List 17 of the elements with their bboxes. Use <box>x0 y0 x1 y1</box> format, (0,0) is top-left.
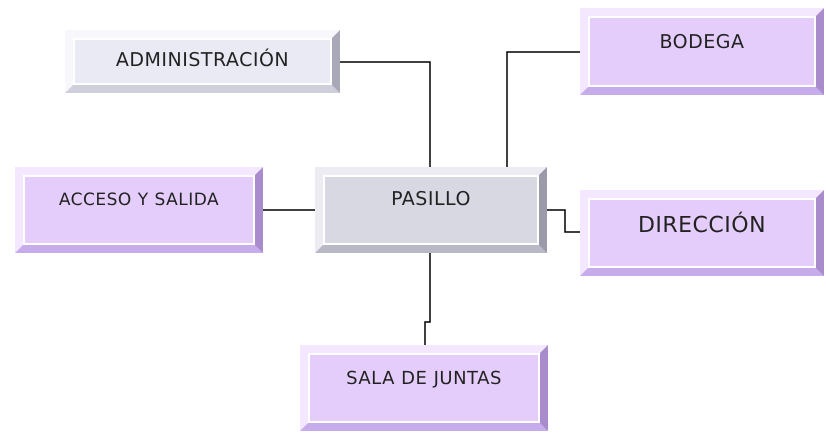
connector-line <box>506 51 580 167</box>
room-label: DIRECCIÓN <box>638 213 766 238</box>
connector-line <box>263 209 315 211</box>
room-label: BODEGA <box>659 30 744 52</box>
room-label: SALA DE JUNTAS <box>346 368 502 388</box>
room-box <box>315 167 547 253</box>
room-box <box>300 345 548 431</box>
connector-line <box>424 253 431 345</box>
room-box <box>15 167 263 253</box>
room-box <box>580 8 824 95</box>
connector-line <box>340 61 431 167</box>
room-label: ACCESO Y SALIDA <box>58 190 220 210</box>
connector-line <box>547 209 580 233</box>
room-label: ADMINISTRACIÓN <box>116 48 290 70</box>
room-label: PASILLO <box>391 188 471 210</box>
room-box <box>580 190 824 276</box>
room-box <box>65 30 340 93</box>
